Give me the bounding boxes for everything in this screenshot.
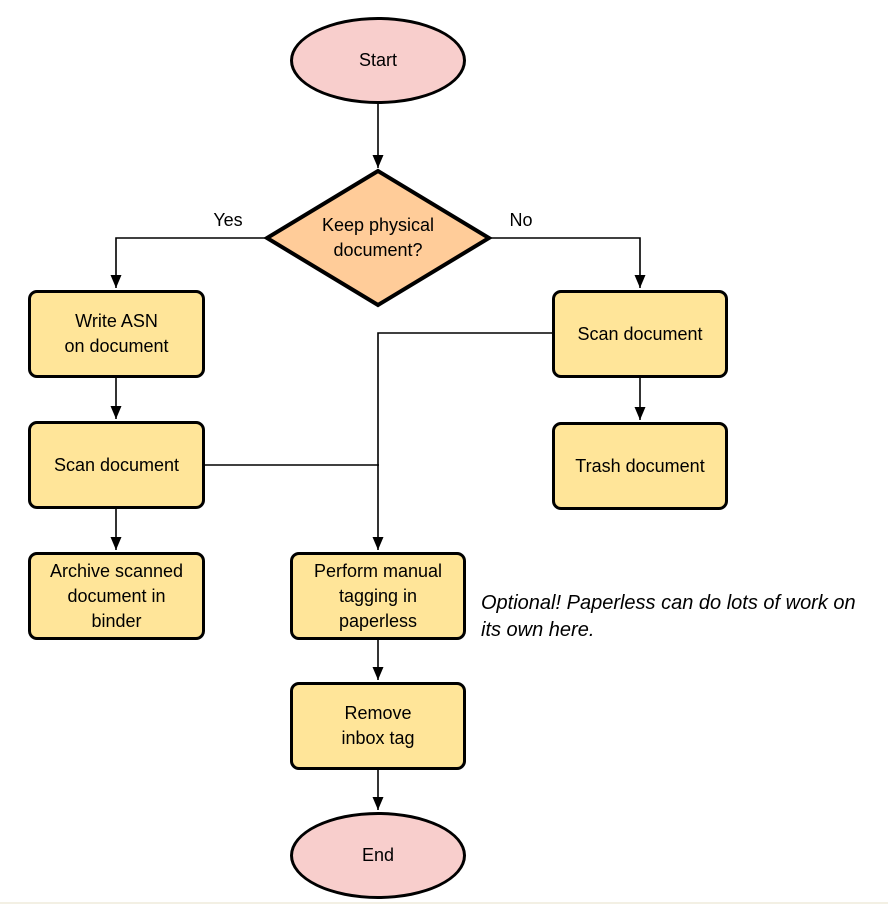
start-label: Start: [358, 50, 397, 70]
end-terminal: End: [290, 812, 466, 899]
decision-label-line1: Keep physical: [321, 215, 435, 235]
annotation-note: Optional! Paperless can do lots of work …: [481, 590, 856, 644]
edge-scan-right-to-tagging: [372, 332, 552, 550]
bottom-separator: [0, 902, 888, 904]
process-write-asn: Write ASN on document: [28, 290, 205, 378]
scan-left-label: Scan document: [53, 454, 180, 475]
edge-label-yes: Yes: [213, 210, 243, 230]
annotation-line2: its own here.: [481, 619, 595, 641]
write-asn-line2: on document: [64, 336, 169, 356]
edge-decision-no-to-scan-right: [490, 237, 646, 288]
decision-keep-physical-document: Keep physical document?: [264, 168, 492, 308]
trash-label: Trash document: [575, 455, 705, 476]
process-remove-inbox-tag: Remove inbox tag: [290, 682, 466, 770]
decision-diamond: [264, 168, 492, 308]
process-archive-binder: Archive scanned document in binder: [28, 552, 205, 640]
process-scan-document-left: Scan document: [28, 421, 205, 509]
edge-decision-yes-to-write-asn: [110, 237, 266, 288]
process-manual-tagging: Perform manual tagging in paperless: [290, 552, 466, 640]
remove-inbox-line1: Remove: [344, 703, 412, 723]
archive-line3: binder: [91, 610, 142, 631]
archive-line2: document in: [67, 585, 166, 606]
decision-label-line2: document?: [333, 240, 423, 260]
remove-inbox-line2: inbox tag: [341, 728, 415, 748]
write-asn-line1: Write ASN: [75, 311, 158, 331]
process-trash-document: Trash document: [552, 422, 728, 510]
end-label: End: [361, 845, 395, 865]
annotation-line1: Optional! Paperless can do lots of work …: [481, 592, 856, 614]
archive-line1: Archive scanned: [49, 560, 184, 581]
edge-label-no: No: [509, 210, 533, 230]
tagging-line1: Perform manual: [313, 560, 443, 581]
scan-right-label: Scan document: [577, 323, 703, 344]
start-terminal: Start: [290, 17, 466, 104]
tagging-line2: tagging in: [338, 585, 418, 606]
tagging-line3: paperless: [338, 610, 418, 631]
process-scan-document-right: Scan document: [552, 290, 728, 378]
